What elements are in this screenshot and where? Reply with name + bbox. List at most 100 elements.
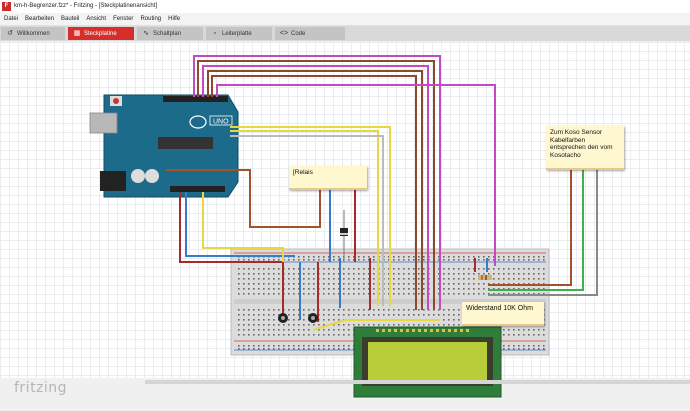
tab-willkommen[interactable]: ↺Willkommen — [1, 27, 65, 40]
breadboard-hole — [313, 348, 315, 350]
breadboard-hole — [278, 348, 280, 350]
breadboard-hole — [273, 348, 275, 350]
breadboard-hole — [303, 273, 305, 275]
horizontal-scrollbar[interactable] — [145, 380, 690, 384]
breadboard-hole — [258, 348, 260, 350]
breadboard-hole — [458, 273, 460, 275]
breadboard-hole — [463, 268, 465, 270]
breadboard-hole — [333, 283, 335, 285]
menu-hilfe[interactable]: Hilfe — [168, 16, 181, 22]
breadboard-hole — [268, 309, 270, 311]
menu-bauteil[interactable]: Bauteil — [61, 16, 80, 22]
arduino-uno-label: UNO — [213, 119, 229, 126]
breadboard-hole — [543, 334, 545, 336]
potentiometer-2[interactable] — [308, 313, 318, 323]
breadboard-hole — [258, 293, 260, 295]
breadboard-hole — [253, 288, 255, 290]
breadboard-hole — [308, 334, 310, 336]
wires[interactable] — [166, 55, 598, 331]
tab-leiterplatte[interactable]: ▫Leiterplatte — [206, 27, 272, 40]
breadboard-hole — [273, 283, 275, 285]
breadboard-hole — [398, 314, 400, 316]
breadboard-hole — [268, 334, 270, 336]
lcd-display[interactable] — [353, 326, 502, 398]
breadboard-hole — [238, 329, 240, 331]
breadboard-hole — [298, 314, 300, 316]
breadboard-hole — [303, 256, 305, 258]
breadboard-hole — [288, 273, 290, 275]
breadboard-hole — [458, 256, 460, 258]
note-koso-sensor[interactable]: Zum Koso Sensor Kabelfarben entsprechen … — [546, 126, 624, 170]
breadboard-hole — [503, 329, 505, 331]
note-widerstand[interactable]: Widerstand 10K Ohm — [462, 302, 544, 326]
breadboard-hole — [513, 345, 515, 347]
breadboard-hole — [403, 259, 405, 261]
breadboard-hole — [373, 309, 375, 311]
breadboard-hole — [263, 334, 265, 336]
breadboard-hole — [398, 273, 400, 275]
breadboard-hole — [393, 283, 395, 285]
breadboard-hole — [238, 309, 240, 311]
breadboard-hole — [373, 314, 375, 316]
atmega-chip — [158, 137, 213, 149]
arduino-uno-board[interactable]: UNO — [89, 94, 239, 198]
breadboard-hole — [333, 348, 335, 350]
menu-bearbeiten[interactable]: Bearbeiten — [25, 16, 55, 22]
breadboard-hole — [398, 288, 400, 290]
note-relais[interactable]: [Relais — [289, 166, 367, 190]
breadboard-hole — [238, 324, 240, 326]
breadboard-hole — [353, 293, 355, 295]
breadboard-hole — [308, 283, 310, 285]
breadboard-hole — [488, 259, 490, 261]
diode[interactable] — [340, 210, 348, 262]
breadboard-hole — [503, 288, 505, 290]
breadboard-hole — [333, 259, 335, 261]
breadboard-hole — [418, 288, 420, 290]
menu-fenster[interactable]: Fenster — [113, 16, 134, 22]
breadboard-hole — [313, 288, 315, 290]
breadboard-hole — [418, 324, 420, 326]
tab-steckplatine[interactable]: ▦Steckplatine — [68, 27, 134, 40]
breadboard-hole — [408, 283, 410, 285]
breadboard-hole — [308, 256, 310, 258]
breadboard-hole — [248, 278, 250, 280]
breadboard-hole — [483, 256, 485, 258]
breadboard-hole — [513, 268, 515, 270]
breadboard-hole — [398, 293, 400, 295]
breadboard-hole — [293, 324, 295, 326]
breadboard-hole — [523, 278, 525, 280]
breadboard-hole — [488, 288, 490, 290]
potentiometer-1[interactable] — [278, 313, 288, 323]
breadboard-hole — [543, 283, 545, 285]
menu-ansicht[interactable]: Ansicht — [86, 16, 107, 22]
breadboard-hole — [458, 314, 460, 316]
breadboard-hole — [303, 324, 305, 326]
breadboard-hole — [388, 283, 390, 285]
breadboard-hole — [483, 273, 485, 275]
breadboard-hole — [253, 268, 255, 270]
breadboard-canvas[interactable] — [0, 42, 690, 378]
breadboard-hole — [363, 259, 365, 261]
breadboard-hole — [373, 288, 375, 290]
tab-code[interactable]: <>Code — [275, 27, 345, 40]
breadboard-hole — [403, 288, 405, 290]
resistor-10k[interactable] — [478, 275, 492, 280]
breadboard-hole — [418, 278, 420, 280]
breadboard-hole — [538, 288, 540, 290]
breadboard-hole — [248, 334, 250, 336]
breadboard-hole — [468, 256, 470, 258]
tab-schaltplan[interactable]: ∿Schaltplan — [137, 27, 203, 40]
menu-routing[interactable]: Routing — [140, 16, 162, 22]
breadboard-hole — [418, 256, 420, 258]
breadboard-hole — [493, 259, 495, 261]
menu-datei[interactable]: Datei — [4, 16, 19, 22]
breadboard-hole — [303, 329, 305, 331]
breadboard-hole — [243, 288, 245, 290]
breadboard-hole — [323, 345, 325, 347]
breadboard-hole — [473, 278, 475, 280]
breadboard-hole — [538, 334, 540, 336]
breadboard-hole — [333, 288, 335, 290]
breadboard-hole — [443, 293, 445, 295]
breadboard-hole — [358, 314, 360, 316]
